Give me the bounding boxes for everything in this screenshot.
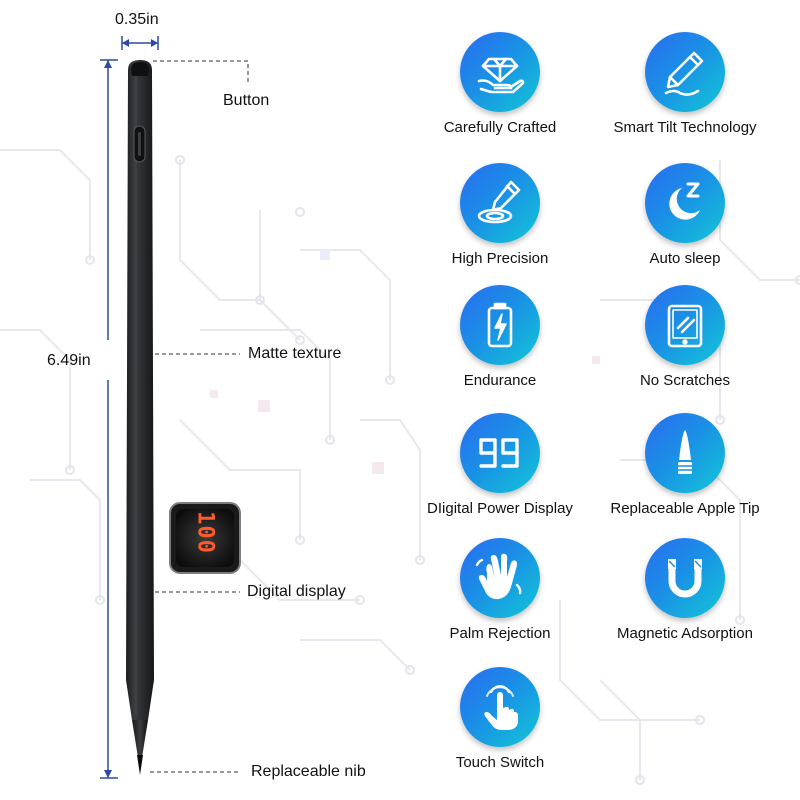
feature-label: Carefully Crafted <box>443 119 557 136</box>
battery-charge-icon <box>460 285 540 365</box>
palm-icon <box>460 538 540 618</box>
length-dimension <box>100 59 118 779</box>
feature-label: Palm Rejection <box>449 625 551 642</box>
feature-label: Magnetic Adsorption <box>617 625 753 642</box>
feature-palm-rejection: Palm Rejection <box>400 538 600 658</box>
feature-auto-sleep: Auto sleep <box>585 163 785 283</box>
feature-label: High Precision <box>451 250 549 267</box>
pencil-icon <box>645 32 725 112</box>
feature-high-precision: High Precision <box>400 163 600 283</box>
feature-magnetic-adsorption: Magnetic Adsorption <box>585 538 785 658</box>
feature-label: Auto sleep <box>649 250 721 267</box>
touch-hand-icon <box>460 667 540 747</box>
stylus-button <box>131 62 149 76</box>
feature-smart-tilt: Smart Tilt Technology <box>585 32 785 152</box>
stylus-nib <box>132 720 148 770</box>
pen-tip-icon <box>645 413 725 493</box>
digital-display-label: Digital display <box>247 583 346 600</box>
diamond-hand-icon <box>460 32 540 112</box>
width-label: 0.35in <box>115 11 159 28</box>
magnet-icon <box>645 538 725 618</box>
button-label: Button <box>223 92 270 109</box>
stylus-diagram <box>100 36 249 779</box>
digital-display-inset <box>169 502 241 574</box>
digits-99-icon <box>460 413 540 493</box>
feature-label: Replaceable Apple Tip <box>610 500 760 517</box>
feature-endurance: Endurance <box>400 285 600 405</box>
matte-texture-label: Matte texture <box>248 345 342 362</box>
feature-replaceable-tip: Replaceable Apple Tip <box>585 413 785 533</box>
pencil-point-icon <box>460 163 540 243</box>
feature-label: No Scratches <box>639 372 731 389</box>
tablet-icon <box>645 285 725 365</box>
feature-label: Smart Tilt Technology <box>613 119 757 136</box>
feature-no-scratches: No Scratches <box>585 285 785 405</box>
moon-sleep-icon <box>645 163 725 243</box>
feature-carefully-crafted: Carefully Crafted <box>400 32 600 152</box>
display-digits: 100 <box>192 511 218 554</box>
feature-digital-power-display: DIigital Power Display <box>400 413 600 533</box>
length-label: 6.49in <box>47 352 91 369</box>
stylus-body <box>126 60 154 720</box>
feature-label: Endurance <box>463 372 537 389</box>
feature-label: Touch Switch <box>455 754 545 771</box>
feature-touch-switch: Touch Switch <box>400 667 600 787</box>
replaceable-nib-label: Replaceable nib <box>251 763 366 780</box>
feature-label: DIigital Power Display <box>427 500 573 517</box>
